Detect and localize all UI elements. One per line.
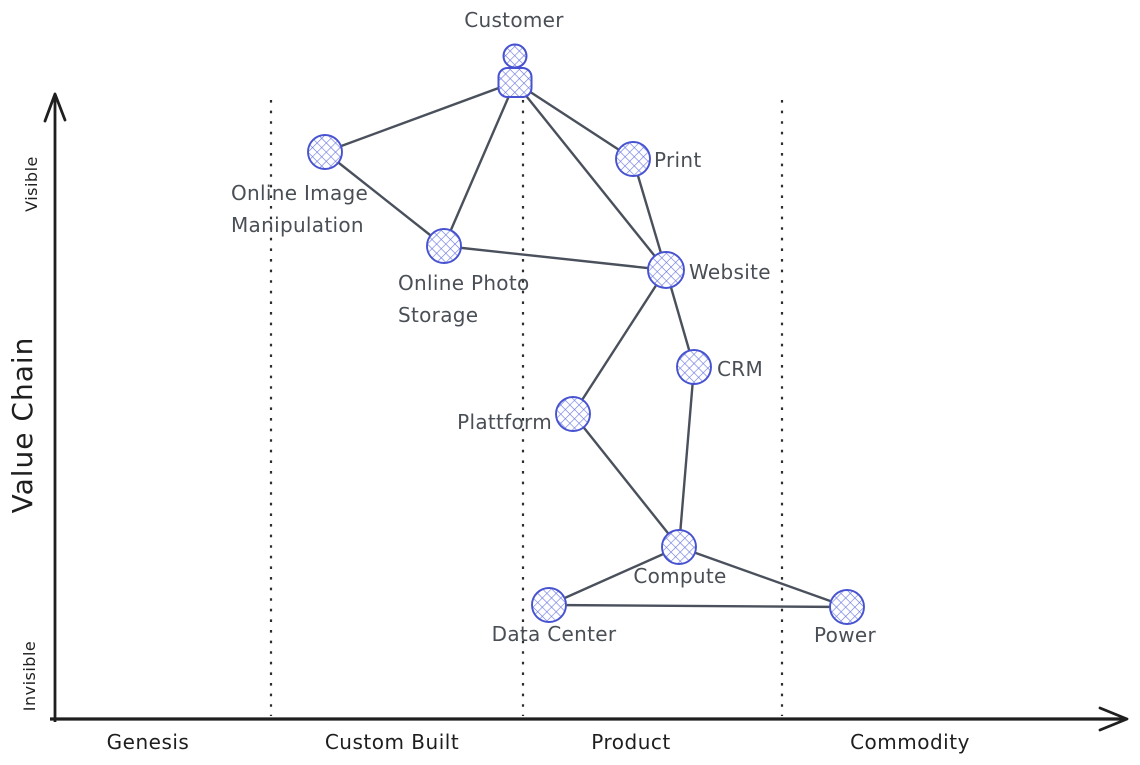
node-compute[interactable] (661, 529, 697, 565)
label-plattform: Plattform (457, 410, 552, 434)
label-data-center: Data Center (492, 622, 617, 646)
x-axis-stage-commodity: Commodity (850, 730, 970, 754)
x-axis-stage-product: Product (591, 730, 670, 754)
label-crm: CRM (717, 357, 763, 381)
axes-layer: Value Chain Visible Invisible Genesis Cu… (6, 92, 1129, 754)
label-online-image-manipulation-line0: Online Image (231, 181, 368, 205)
edges-layer (323, 80, 849, 609)
x-axis-arrowhead-icon (1098, 706, 1129, 732)
y-axis-arrowhead-icon (43, 92, 67, 123)
stage-boundaries-layer (269, 100, 784, 716)
label-customer: Customer (464, 8, 564, 32)
node-power[interactable] (829, 589, 865, 625)
edge-compute--power (677, 545, 849, 609)
x-axis-stage-genesis: Genesis (107, 730, 190, 754)
edge-customer--online-photo-storage (442, 80, 517, 248)
edge-print--website (631, 157, 668, 272)
node-online-image-manipulation[interactable] (307, 134, 343, 170)
label-website: Website (689, 260, 771, 284)
label-compute: Compute (633, 564, 726, 588)
node-customer-person-icon[interactable] (497, 43, 533, 98)
node-website[interactable] (647, 251, 685, 289)
y-axis-visible-label: Visible (22, 156, 41, 212)
label-online-image-manipulation-line1: Manipulation (231, 213, 364, 237)
label-online-photo-storage-line0: Online Photo (398, 271, 530, 295)
y-axis-title: Value Chain (6, 337, 39, 514)
node-data-center[interactable] (531, 587, 567, 623)
edge-customer--print (513, 80, 635, 161)
nodes-layer (307, 43, 865, 625)
node-print[interactable] (615, 141, 651, 177)
x-axis-stage-custom-built: Custom Built (325, 730, 459, 754)
label-online-photo-storage-line1: Storage (398, 303, 478, 327)
edge-website--plattform (571, 268, 668, 416)
edge-crm--compute (677, 365, 696, 549)
edge-plattform--compute (571, 412, 681, 549)
label-print: Print (654, 148, 702, 172)
node-plattform[interactable] (555, 396, 591, 432)
edge-online-photo-storage--website (442, 244, 668, 272)
label-power: Power (814, 623, 876, 647)
y-axis-invisible-label: Invisible (20, 641, 39, 712)
edge-customer--online-image-manipulation (323, 80, 517, 154)
edge-online-image-manipulation--online-photo-storage (323, 150, 446, 248)
edge-customer--website (513, 80, 668, 272)
node-online-photo-storage[interactable] (426, 228, 462, 264)
edge-compute--data-center (547, 545, 681, 607)
edge-data-center--power (547, 603, 849, 609)
node-crm[interactable] (676, 349, 712, 385)
